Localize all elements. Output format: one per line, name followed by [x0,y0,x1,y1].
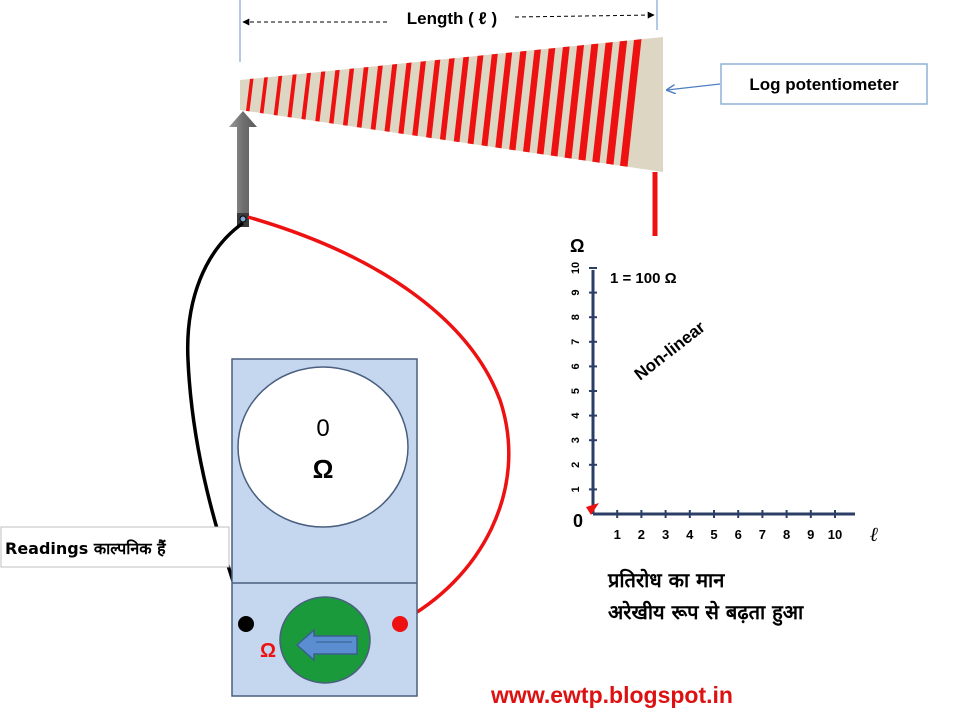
resistor-stripes [246,39,642,167]
callout-box [720,63,928,105]
y-axis-label: Ω [570,236,584,256]
x-tick-label: 3 [662,527,669,542]
resistor-stripe [620,39,642,167]
resistor-stripe [412,61,426,137]
y-tick-label: 9 [570,290,582,296]
resistor-stripe [592,42,613,163]
resistor-track [240,37,663,236]
x-tick-label: 6 [735,527,742,542]
y-tick-label: 5 [570,388,582,394]
resistor-stripe [536,47,556,155]
y-tick-label: 7 [570,339,582,345]
x-tick-label: 8 [783,527,790,542]
callout-arrow [667,83,721,90]
meter-reading: 0 [316,415,329,442]
y-tick-label: 1 [570,486,582,492]
resistor-stripe [301,72,311,120]
resistor-stripe [356,66,369,128]
resistor-stripe [564,45,585,159]
axis-ticks: 1 2 3 4 5 6 7 8 9 10 1 2 3 4 5 6 7 8 9 10 [570,262,842,542]
wiper [229,111,257,227]
readings-note-text: Readings काल्पनिक हैं [5,539,167,558]
length-dim-line-right [514,11,655,19]
x-tick-label: 10 [828,527,842,542]
y-tick-label: 8 [570,314,582,320]
resistor-stripe [578,43,599,161]
x-axis-label: ℓ [870,524,879,546]
x-tick-label: 9 [807,527,814,542]
resistor-stripe [370,65,383,130]
resistor-stripe [523,49,541,153]
y-tick-label: 2 [570,462,582,468]
scale-note: 1 = 100 Ω [610,270,677,287]
curve-note: Non-linear [631,317,709,384]
black-probe-terminal [238,616,254,632]
ohm-terminal-label: Ω [260,640,276,662]
origin-marker [586,503,599,515]
resistor-stripe [342,68,355,126]
resistor-stripe [509,50,527,151]
x-tick-label: 5 [710,527,717,542]
resistance-graph: 1 2 3 4 5 6 7 8 9 10 1 2 3 4 5 6 7 8 9 10 Ω 0 ℓ 1 = 100 Ω N… [570,236,879,546]
readings-note: Readings काल्पनिक हैं [0,526,230,568]
ohm-meter: 0 Ω Ω [231,358,418,697]
y-tick-label: 3 [570,437,582,443]
hindi-caption-line2: अरेखीय रूप से बढ़ता हुआ [608,600,805,626]
website-link[interactable]: www.ewtp.blogspot.in [490,682,733,708]
resistor-stripe [467,55,484,145]
wiper-arrow-icon [229,111,257,213]
meter-unit: Ω [313,454,334,484]
length-dimension: Length ( ℓ ) [239,0,658,62]
y-tick-label: 10 [570,262,582,274]
resistor-stripe [495,52,513,149]
x-tick-label: 4 [686,527,694,542]
x-tick-label: 2 [638,527,645,542]
red-probe-terminal [392,616,408,632]
resistor-stripe [550,46,570,157]
resistor-stripe [287,74,297,118]
pot-label: Log potentiometer [749,75,899,94]
y-tick-label: 6 [570,363,582,369]
origin-label: 0 [573,511,583,531]
resistor-stripe [439,58,455,141]
meter-display [237,366,409,528]
resistor-stripe [606,40,628,165]
resistor-stripe [329,69,340,124]
resistor-stripe [426,59,441,139]
readings-note-box [0,526,230,568]
length-label: Length ( ℓ ) [407,9,497,28]
resistor-stripe [481,53,498,147]
resistor-stripe [246,78,254,112]
y-tick-label: 4 [570,412,582,419]
resistor-stripe [259,77,268,114]
resistor-stripe [273,75,283,116]
resistor-stripe [315,71,326,122]
resistor-stripe [453,56,470,143]
knob-arrow-icon [295,628,358,662]
pot-callout: Log potentiometer [667,63,928,105]
x-tick-label: 7 [759,527,766,542]
wiper-terminal-icon [239,215,247,223]
resistor-stripe [398,62,412,134]
red-probe-wire [247,215,511,624]
resistor-stripe [384,64,398,132]
x-tick-label: 1 [614,527,621,542]
hindi-caption-line1: प्रतिरोध का मान [607,568,725,592]
